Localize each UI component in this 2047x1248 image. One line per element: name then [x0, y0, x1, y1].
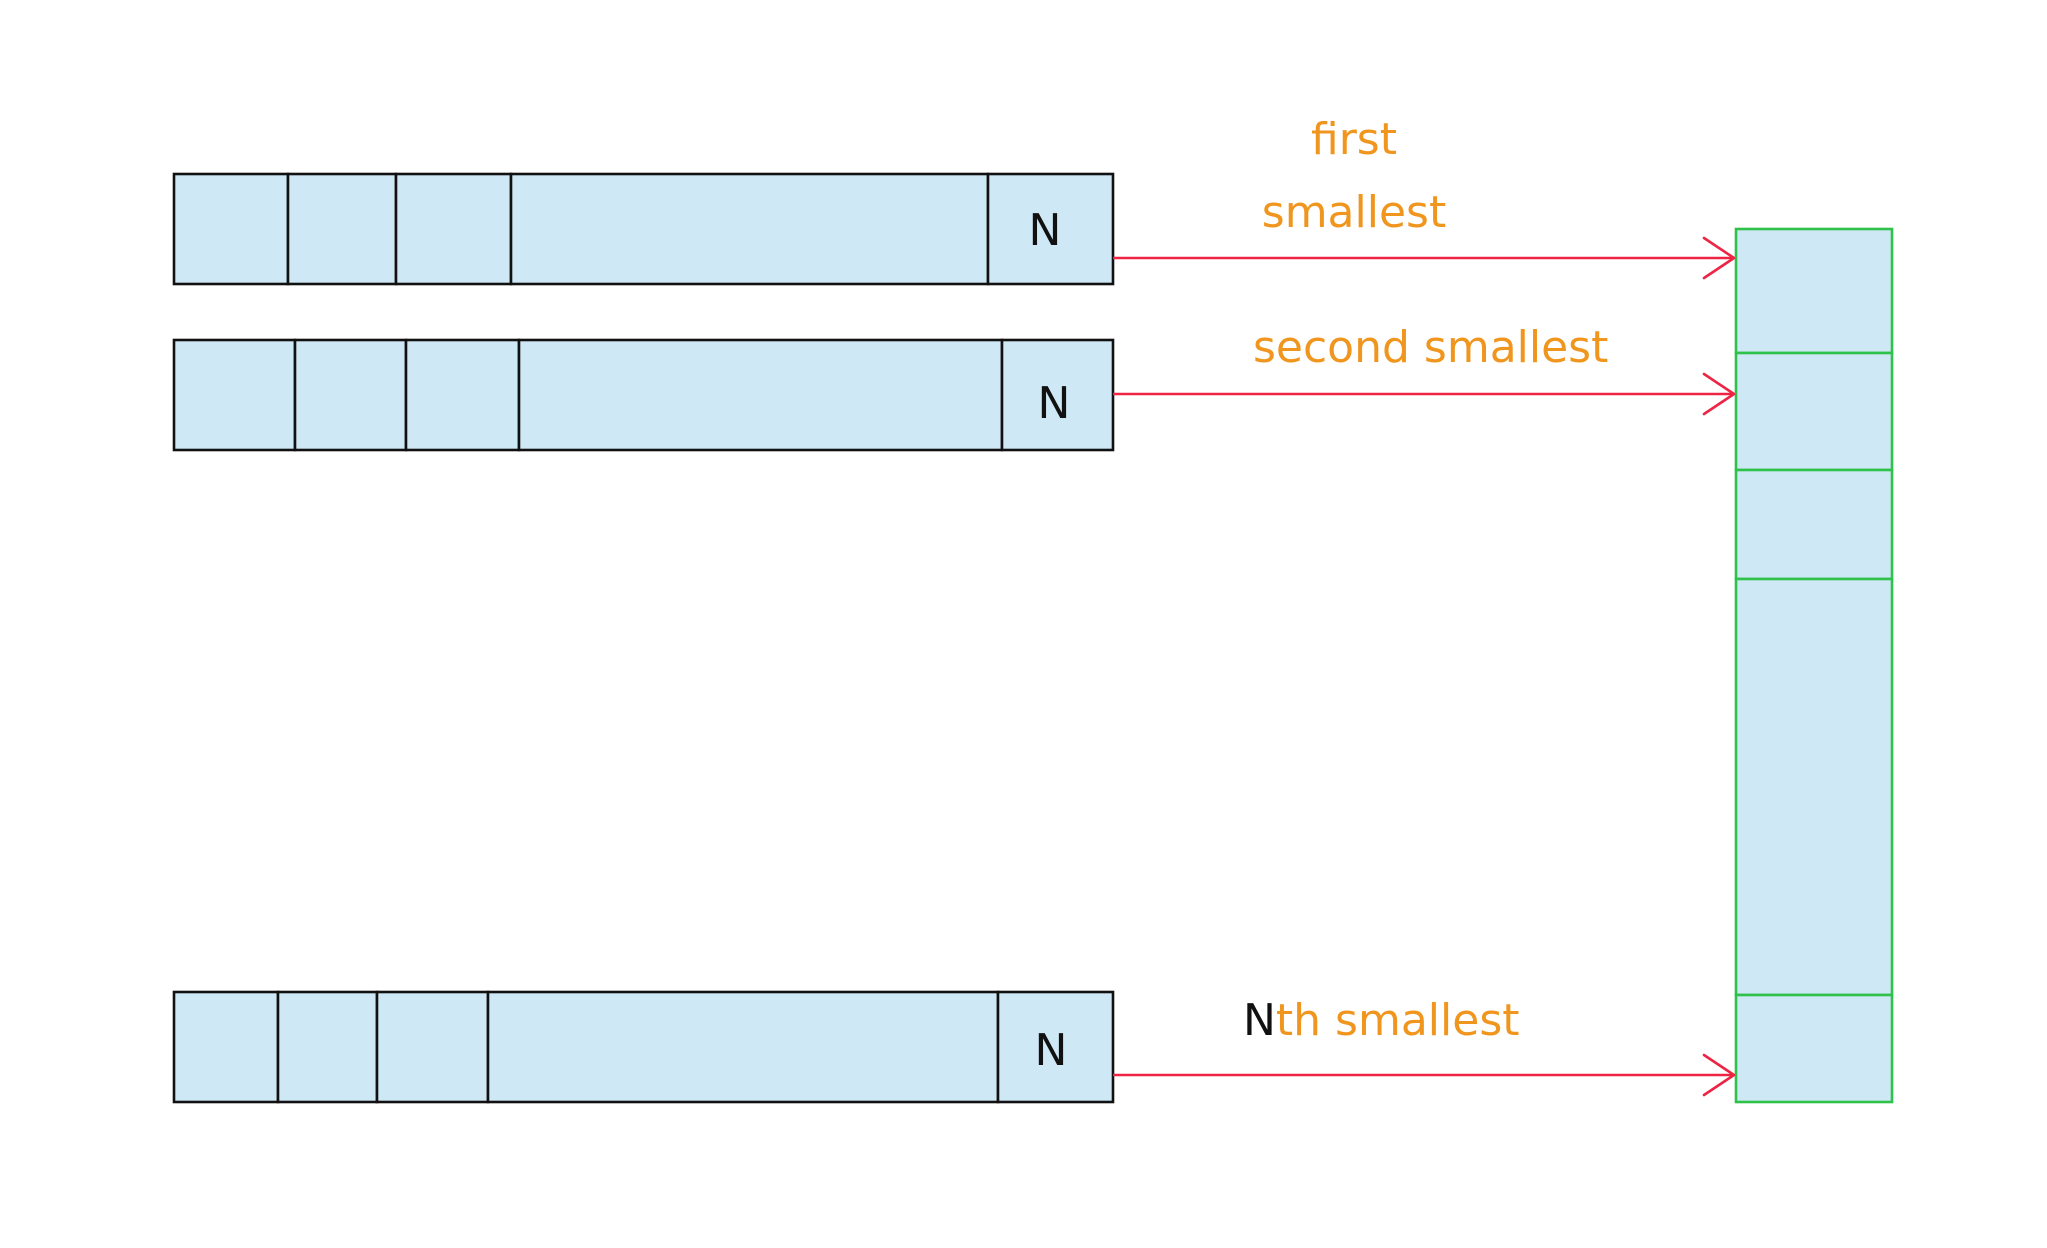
array-2-cell-1: [172, 338, 297, 452]
result-slot-4: [1734, 577, 1894, 997]
array-1-cell-1: [172, 172, 290, 286]
arrow-nth-head: [1702, 1053, 1736, 1097]
array-1-last-cell-label: N: [1029, 205, 1062, 256]
arrow-first: [1113, 236, 1736, 280]
label-nth-suffix: th smallest: [1276, 995, 1520, 1046]
label-first-line2: smallest: [1262, 187, 1446, 238]
label-nth-prefix: N: [1243, 995, 1276, 1046]
source-array-1: N: [172, 172, 1115, 286]
array-1-cell-3: [394, 172, 513, 286]
result-array: [1734, 227, 1894, 1104]
array-n-cell-1: [172, 990, 280, 1104]
array-2-cell-last: [1000, 338, 1115, 452]
array-2-cell-4: [517, 338, 1004, 452]
arrow-second: [1113, 372, 1736, 416]
result-slot-1: [1734, 227, 1894, 355]
label-nth: Nth smallest: [1243, 995, 1520, 1046]
source-array-2: N: [172, 338, 1115, 452]
arrow-second-head: [1702, 372, 1736, 416]
array-2-cell-3: [404, 338, 521, 452]
array-1-cell-last: [986, 172, 1115, 286]
result-slot-last: [1734, 993, 1894, 1104]
result-slot-2: [1734, 351, 1894, 472]
array-n-last-cell-label: N: [1035, 1025, 1068, 1076]
array-n-cell-4: [486, 990, 1000, 1104]
array-1-cell-2: [286, 172, 398, 286]
result-slot-3: [1734, 468, 1894, 581]
array-n-cell-last: [996, 990, 1115, 1104]
array-2-last-cell-label: N: [1038, 378, 1071, 429]
source-array-n: N: [172, 990, 1115, 1104]
array-2-cell-2: [293, 338, 408, 452]
arrow-first-head: [1702, 236, 1736, 280]
array-n-cell-2: [276, 990, 379, 1104]
label-second: second smallest: [1253, 322, 1608, 373]
array-n-cell-3: [375, 990, 490, 1104]
arrow-nth: [1113, 1053, 1736, 1097]
label-first-line1: first: [1311, 114, 1397, 165]
array-1-cell-4: [509, 172, 990, 286]
